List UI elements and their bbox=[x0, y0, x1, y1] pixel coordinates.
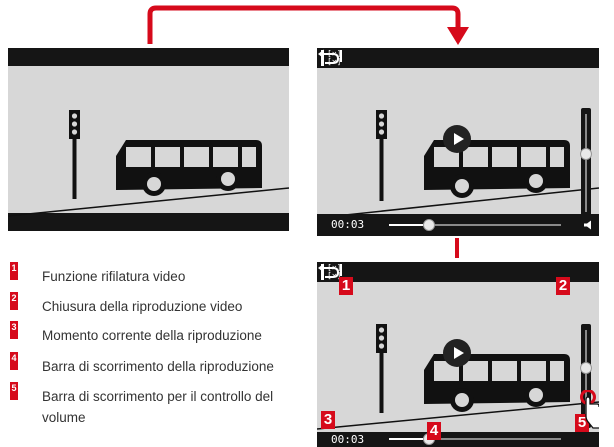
playback-scrubber[interactable] bbox=[389, 219, 561, 231]
legend-number: 2 bbox=[10, 292, 18, 310]
video-screen-controls: [✕][✕] 00:03 bbox=[317, 48, 599, 236]
legend-number: 3 bbox=[10, 321, 18, 339]
volume-knob[interactable] bbox=[580, 362, 592, 374]
play-icon[interactable] bbox=[443, 125, 471, 153]
transition-arrow-icon bbox=[147, 5, 469, 45]
legend-text: Barra di scorrimento per il controllo de… bbox=[42, 389, 274, 425]
top-toolbar: [✕][✕] bbox=[317, 262, 599, 282]
callout-close: 2 bbox=[556, 277, 570, 295]
connector-line bbox=[455, 238, 459, 258]
bottom-toolbar: 00:03 bbox=[317, 214, 599, 236]
playback-time: 00:03 bbox=[331, 433, 365, 446]
callout-scrubber: 4 bbox=[427, 422, 441, 440]
speaker-icon[interactable] bbox=[583, 220, 593, 230]
volume-knob[interactable] bbox=[580, 148, 592, 160]
played-portion bbox=[389, 438, 429, 440]
legend-number: 5 bbox=[10, 382, 18, 400]
video-screen-annotated: [✕][✕] 00:03 1 2 3 4 5 bbox=[317, 262, 599, 447]
volume-slider[interactable] bbox=[580, 324, 592, 428]
legend-text: Funzione rifilatura video bbox=[42, 269, 186, 284]
video-frame-illustration bbox=[317, 110, 599, 219]
legend-number: 4 bbox=[10, 352, 18, 370]
legend-number: 1 bbox=[10, 262, 18, 280]
video-frame-illustration bbox=[8, 110, 289, 217]
return-icon[interactable] bbox=[317, 262, 343, 278]
callout-volume: 5 bbox=[575, 414, 589, 432]
top-toolbar: [✕][✕] bbox=[317, 48, 599, 68]
top-black-bar bbox=[8, 48, 289, 66]
played-portion bbox=[389, 224, 429, 226]
playback-scrubber[interactable] bbox=[389, 433, 561, 445]
hand-pointer-icon bbox=[580, 390, 599, 429]
bottom-toolbar: 00:03 bbox=[317, 432, 599, 447]
volume-slider[interactable] bbox=[580, 108, 592, 218]
volume-track bbox=[585, 114, 587, 212]
legend-text: Barra di scorrimento della riproduzione bbox=[42, 359, 274, 374]
play-icon[interactable] bbox=[443, 339, 471, 367]
legend-text: Chiusura della riproduzione video bbox=[42, 299, 243, 314]
playback-time: 00:03 bbox=[331, 218, 365, 231]
callout-trim: 1 bbox=[339, 277, 353, 295]
callout-position: 3 bbox=[321, 411, 335, 429]
video-screen-original bbox=[8, 48, 289, 231]
return-icon[interactable] bbox=[317, 48, 343, 64]
scrubber-knob[interactable] bbox=[423, 219, 435, 231]
volume-track bbox=[585, 330, 587, 422]
bottom-black-bar bbox=[8, 213, 289, 231]
legend-text: Momento corrente della riproduzione bbox=[42, 328, 262, 343]
